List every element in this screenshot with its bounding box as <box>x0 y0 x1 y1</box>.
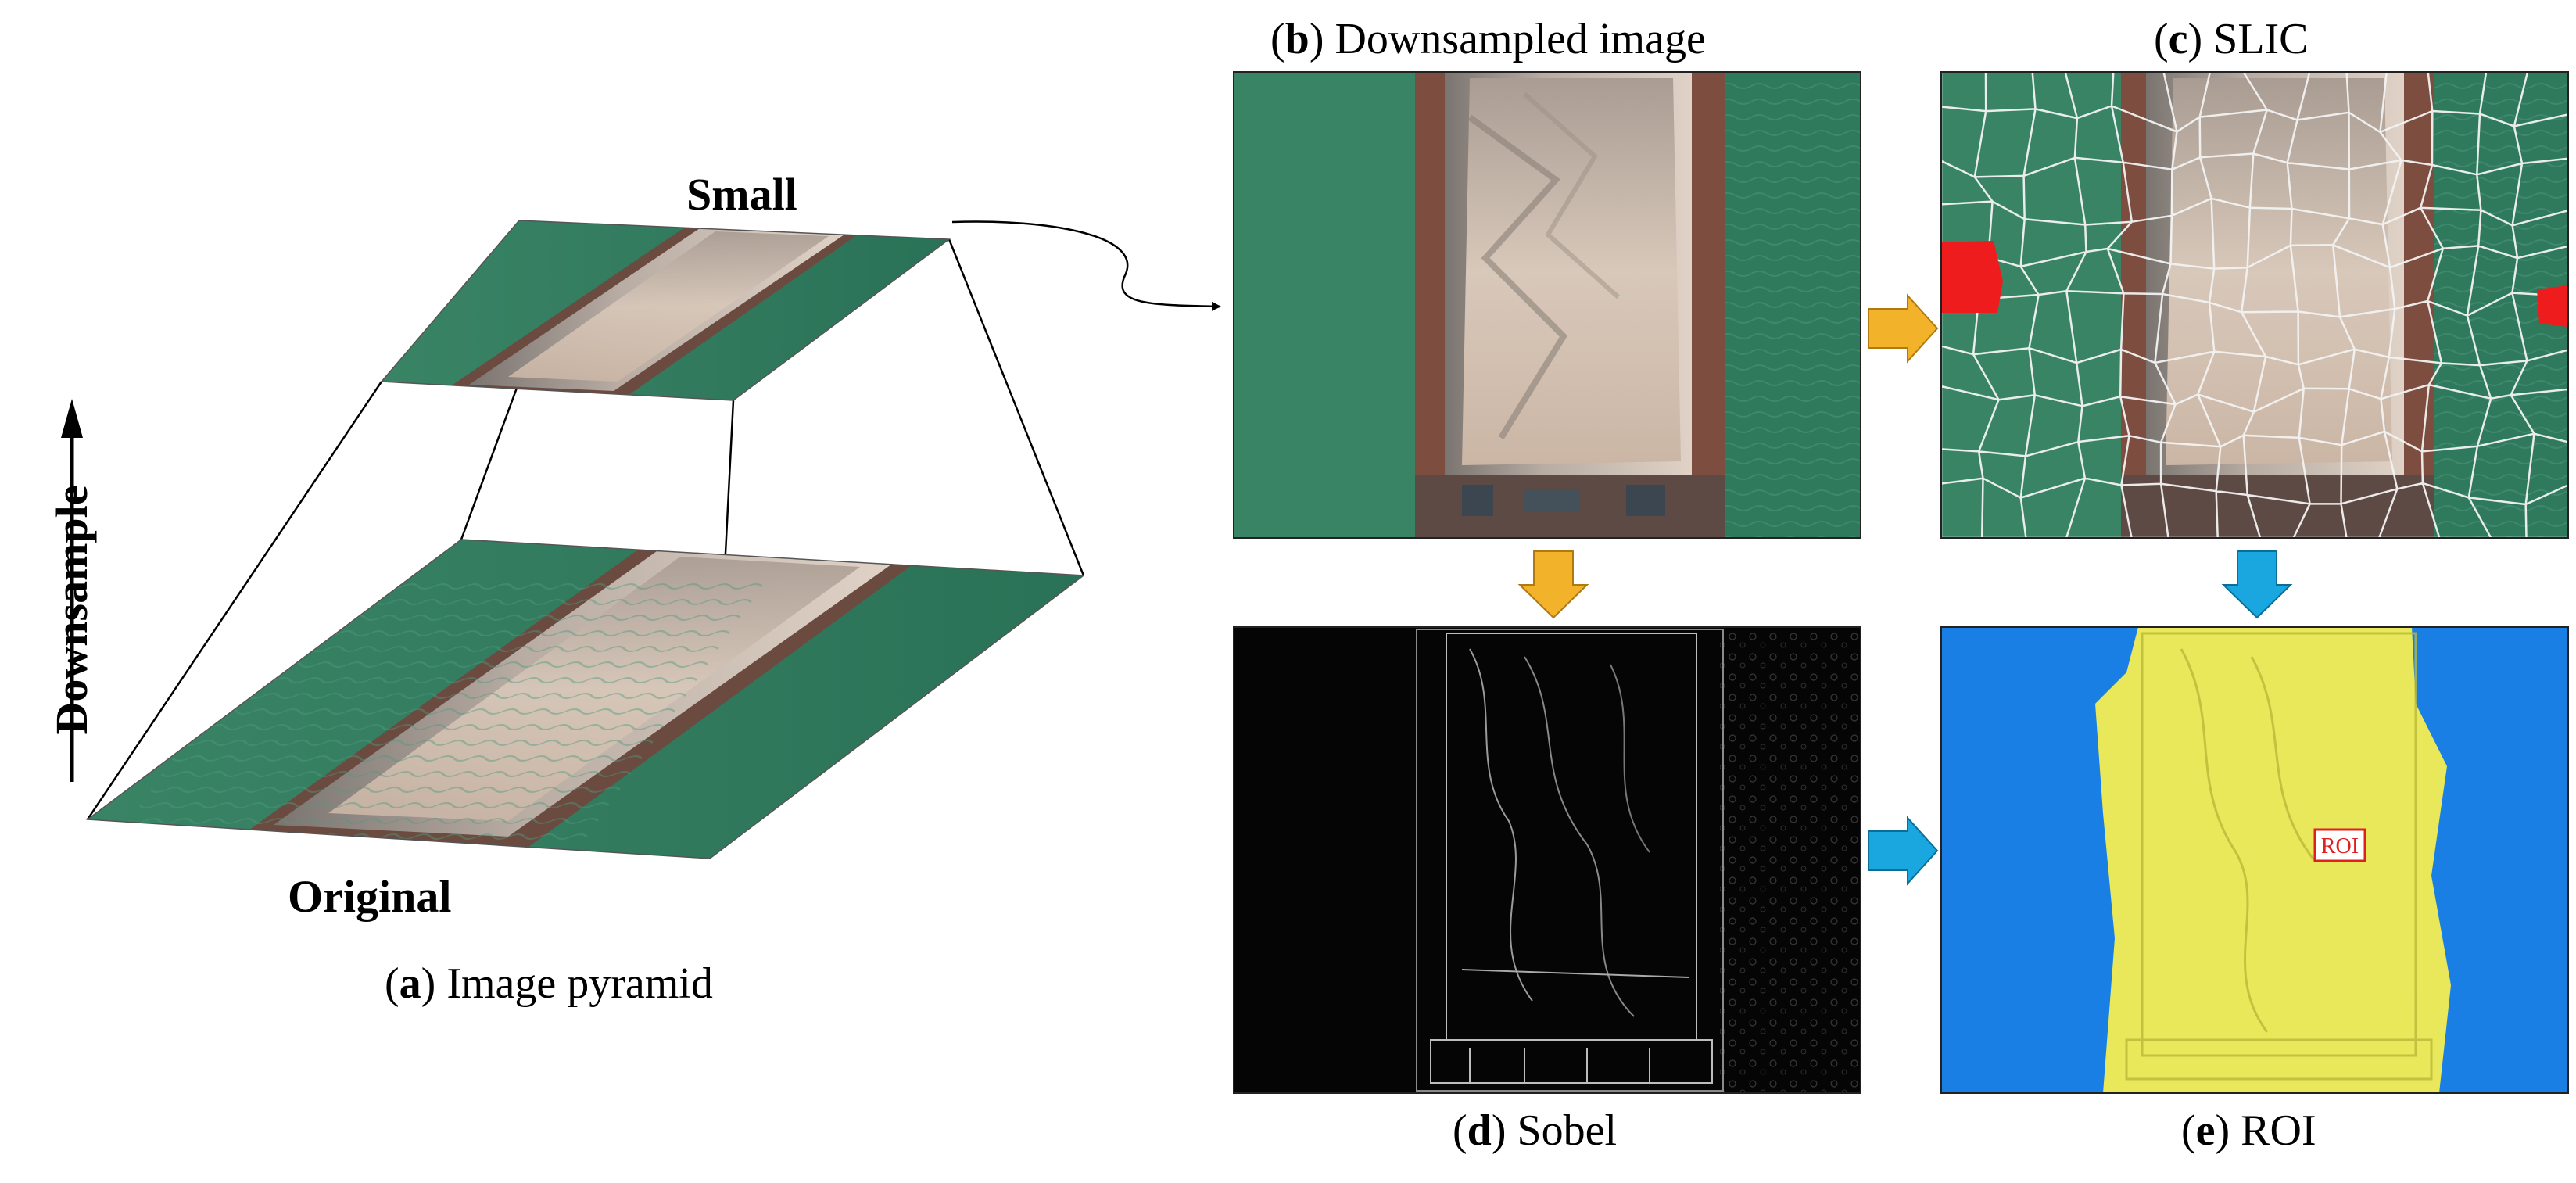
downsample-axis-label: Downsample <box>46 485 97 735</box>
roi-tag-label: ROI <box>2321 834 2359 859</box>
panel-slic <box>1940 71 2569 539</box>
panel-sobel <box>1233 626 1861 1094</box>
caption-image-pyramid: (a) Image pyramid <box>385 959 713 1008</box>
caption-letter-d: d <box>1467 1106 1492 1155</box>
panel-roi: ROI <box>1940 626 2569 1094</box>
slic-red-superpixel-left <box>1941 241 2003 313</box>
caption-roi: (e) ROI <box>2181 1106 2316 1155</box>
slic-superpixel-boundaries <box>1941 72 2568 538</box>
flow-arrow-b-to-d <box>1517 550 1589 619</box>
downsample-axis-arrow <box>61 399 83 782</box>
caption-text-e: ROI <box>2230 1106 2316 1155</box>
caption-letter-a: a <box>399 959 421 1008</box>
pyramid-original-layer <box>85 539 1086 859</box>
caption-text-b: Downsampled image <box>1324 15 1706 63</box>
panel-downsampled-image <box>1233 71 1861 539</box>
flow-arrow-d-to-e <box>1868 816 1939 886</box>
flow-arrow-b-to-c <box>1868 293 1939 364</box>
pyramid-original-label: Original <box>288 871 452 922</box>
slic-red-superpixel-right <box>2537 285 2568 327</box>
caption-text-a: Image pyramid <box>435 959 713 1008</box>
roi-tag: ROI <box>2313 828 2366 862</box>
caption-letter-e: e <box>2195 1106 2216 1155</box>
caption-slic: (c) SLIC <box>2154 15 2309 63</box>
caption-text-c: SLIC <box>2202 15 2309 63</box>
image-pyramid <box>61 220 1221 859</box>
pyramid-small-layer <box>380 220 951 401</box>
caption-text-d: Sobel <box>1506 1106 1618 1155</box>
pyramid-small-label: Small <box>686 169 797 220</box>
caption-letter-b: b <box>1284 15 1309 63</box>
caption-sobel: (d) Sobel <box>1453 1106 1618 1155</box>
flow-arrow-c-to-e <box>2221 550 2293 619</box>
pyramid-to-downsampled-arrow <box>951 220 1221 311</box>
caption-downsampled-image: (b) Downsampled image <box>1270 15 1706 63</box>
caption-letter-c: c <box>2168 15 2188 63</box>
